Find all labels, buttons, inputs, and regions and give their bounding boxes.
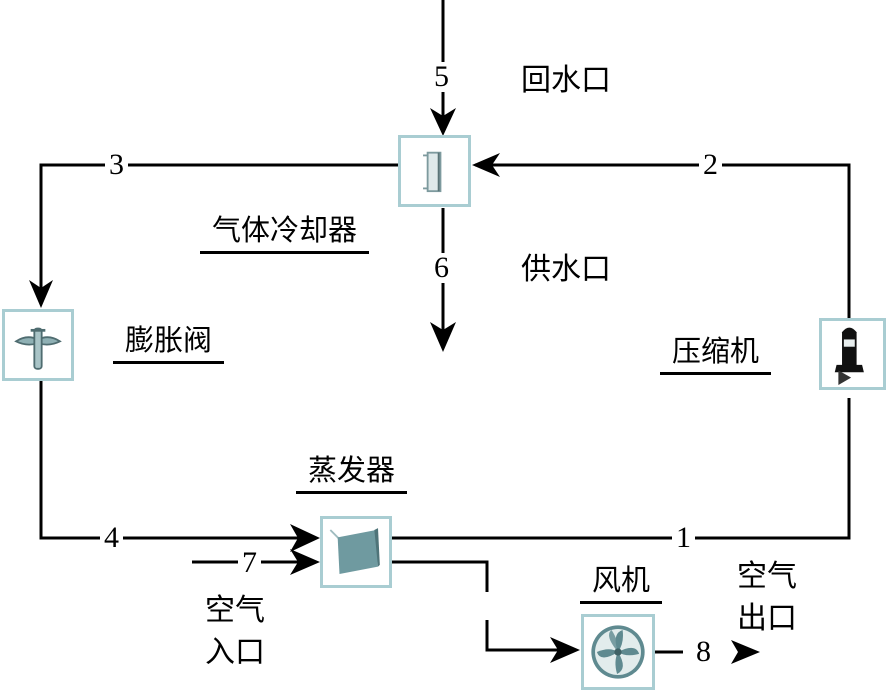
state-point-2: 2 bbox=[699, 150, 722, 180]
line-1 bbox=[392, 398, 851, 540]
air-outlet-label-line1: 空气 bbox=[737, 559, 797, 594]
expansion-valve-label: 膨胀阀 bbox=[113, 326, 225, 364]
expansion-valve[interactable] bbox=[2, 309, 74, 381]
fan[interactable] bbox=[581, 614, 655, 690]
evaporator[interactable] bbox=[320, 516, 392, 588]
air-inlet-label-line2: 入口 bbox=[205, 635, 265, 670]
arrow-4 bbox=[290, 524, 320, 552]
air-outlet-label: 空气 出口 bbox=[737, 556, 797, 640]
arrow-5 bbox=[430, 108, 456, 136]
gas-cooler[interactable] bbox=[398, 135, 471, 207]
compressor-icon bbox=[834, 327, 864, 385]
line-air-to-fan bbox=[392, 560, 489, 592]
state-point-5: 5 bbox=[430, 62, 453, 92]
state-point-7: 7 bbox=[238, 548, 261, 578]
gas-cooler-label: 气体冷却器 bbox=[200, 216, 370, 254]
compressor[interactable] bbox=[819, 318, 886, 390]
state-point-4: 4 bbox=[100, 523, 123, 553]
arrow-3 bbox=[29, 280, 53, 308]
air-inlet-label-line1: 空气 bbox=[205, 593, 265, 628]
state-point-6: 6 bbox=[430, 253, 453, 283]
air-outlet-label-line2: 出口 bbox=[737, 601, 797, 636]
arrow-6 bbox=[430, 322, 456, 352]
evaporator-label: 蒸发器 bbox=[296, 456, 408, 494]
line-air-to-fan-2 bbox=[485, 620, 575, 652]
water-return-label: 回水口 bbox=[521, 63, 611, 98]
compressor-label: 压缩机 bbox=[660, 337, 772, 375]
arrow-fan-in bbox=[550, 637, 580, 663]
expansion-valve-icon bbox=[14, 327, 62, 370]
arrow-7 bbox=[290, 549, 320, 575]
line-3 bbox=[39, 163, 398, 300]
state-point-8: 8 bbox=[692, 637, 715, 667]
water-supply-label: 供水口 bbox=[521, 252, 611, 287]
arrow-2 bbox=[472, 153, 500, 177]
state-point-3: 3 bbox=[105, 150, 128, 180]
air-inlet-label: 空气 入口 bbox=[205, 590, 265, 674]
state-point-1: 1 bbox=[672, 523, 695, 553]
gas-cooler-icon bbox=[423, 151, 442, 193]
fan-icon bbox=[591, 625, 645, 679]
fan-label: 风机 bbox=[580, 566, 663, 604]
line-2 bbox=[475, 163, 851, 322]
arrow-8 bbox=[731, 640, 760, 664]
line-4 bbox=[39, 381, 312, 540]
evaporator-icon bbox=[329, 528, 380, 574]
